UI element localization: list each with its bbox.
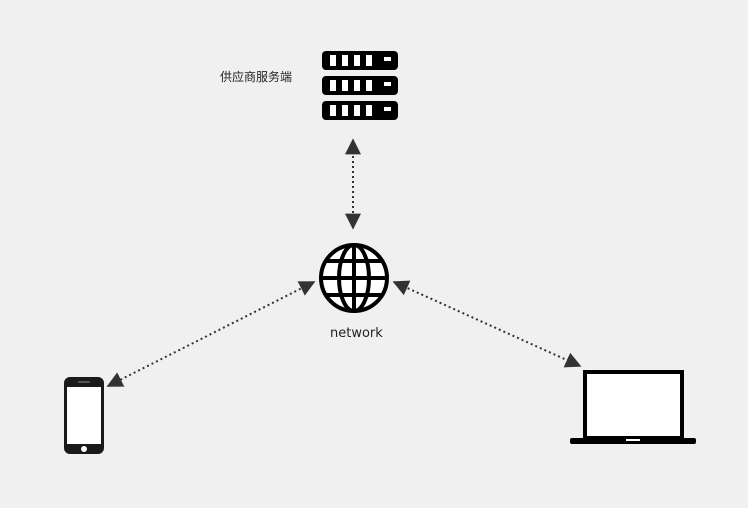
server-rack-icon — [322, 51, 398, 120]
network-label: network — [330, 326, 383, 341]
edges — [106, 138, 582, 387]
laptop-icon — [570, 370, 696, 444]
globe-icon — [319, 243, 389, 313]
smartphone-icon — [64, 377, 104, 454]
edge-network-phone — [106, 281, 316, 387]
edge-network-laptop — [392, 280, 582, 368]
server-label: 供应商服务端 — [220, 70, 293, 84]
